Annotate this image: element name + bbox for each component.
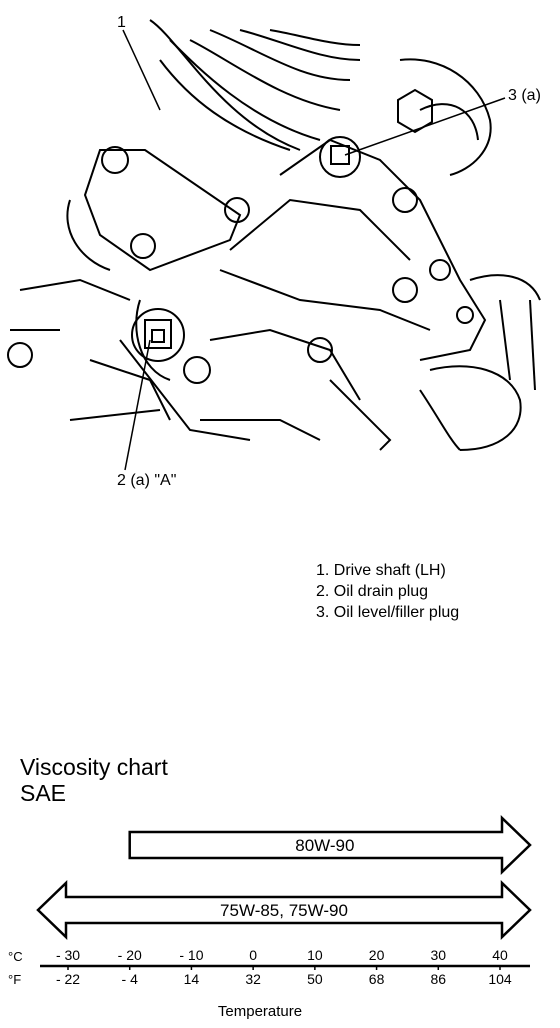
celsius-tick-label: - 20 [118, 947, 142, 963]
celsius-tick-label: 30 [430, 947, 446, 963]
celsius-tick-label: - 30 [56, 947, 80, 963]
celsius-tick-label: 20 [369, 947, 385, 963]
temperature-axis-label: Temperature [217, 1003, 303, 1020]
legend-item-oil-level-filler-plug: 3. Oil level/filler plug [316, 604, 460, 621]
callout-1: 1 [117, 14, 126, 31]
band-label-0: 80W-90 [295, 836, 354, 855]
fahrenheit-tick-label: 68 [369, 971, 385, 987]
celsius-unit-label: °C [8, 949, 23, 964]
callout-2a-a: 2 (a) "A" [117, 472, 177, 489]
viscosity-chart: 80W-90 75W-85, 75W-90 °C °F - 30 - 22 - 20 - 4… [8, 815, 532, 987]
parts-legend: 1. Drive shaft (LH) 2. Oil drain plug 3.… [316, 560, 459, 623]
fahrenheit-tick-label: 50 [307, 971, 323, 987]
chart-subtitle: SAE [20, 780, 67, 806]
fahrenheit-unit-label: °F [8, 972, 21, 987]
celsius-tick-label: 40 [492, 947, 508, 963]
celsius-tick-label: - 10 [179, 947, 203, 963]
chart-title: Viscosity chart [20, 754, 168, 780]
callout-3a: 3 (a) [508, 87, 541, 104]
band-arrow-0 [128, 815, 532, 875]
band-arrow-1 [36, 880, 532, 940]
transmission-drawing [7, 19, 541, 471]
celsius-tick-label: 10 [307, 947, 323, 963]
band-label-1: 75W-85, 75W-90 [220, 901, 348, 920]
legend-item-drive-shaft: 1. Drive shaft (LH) [316, 562, 446, 579]
fahrenheit-tick-label: 86 [430, 971, 446, 987]
fahrenheit-tick-label: 104 [488, 971, 512, 987]
legend-item-oil-drain-plug: 2. Oil drain plug [316, 583, 429, 600]
fahrenheit-tick-label: - 4 [122, 971, 139, 987]
fahrenheit-tick-label: 14 [184, 971, 200, 987]
celsius-tick-label: 0 [249, 947, 257, 963]
fahrenheit-tick-label: 32 [245, 971, 261, 987]
fahrenheit-tick-label: - 22 [56, 971, 80, 987]
